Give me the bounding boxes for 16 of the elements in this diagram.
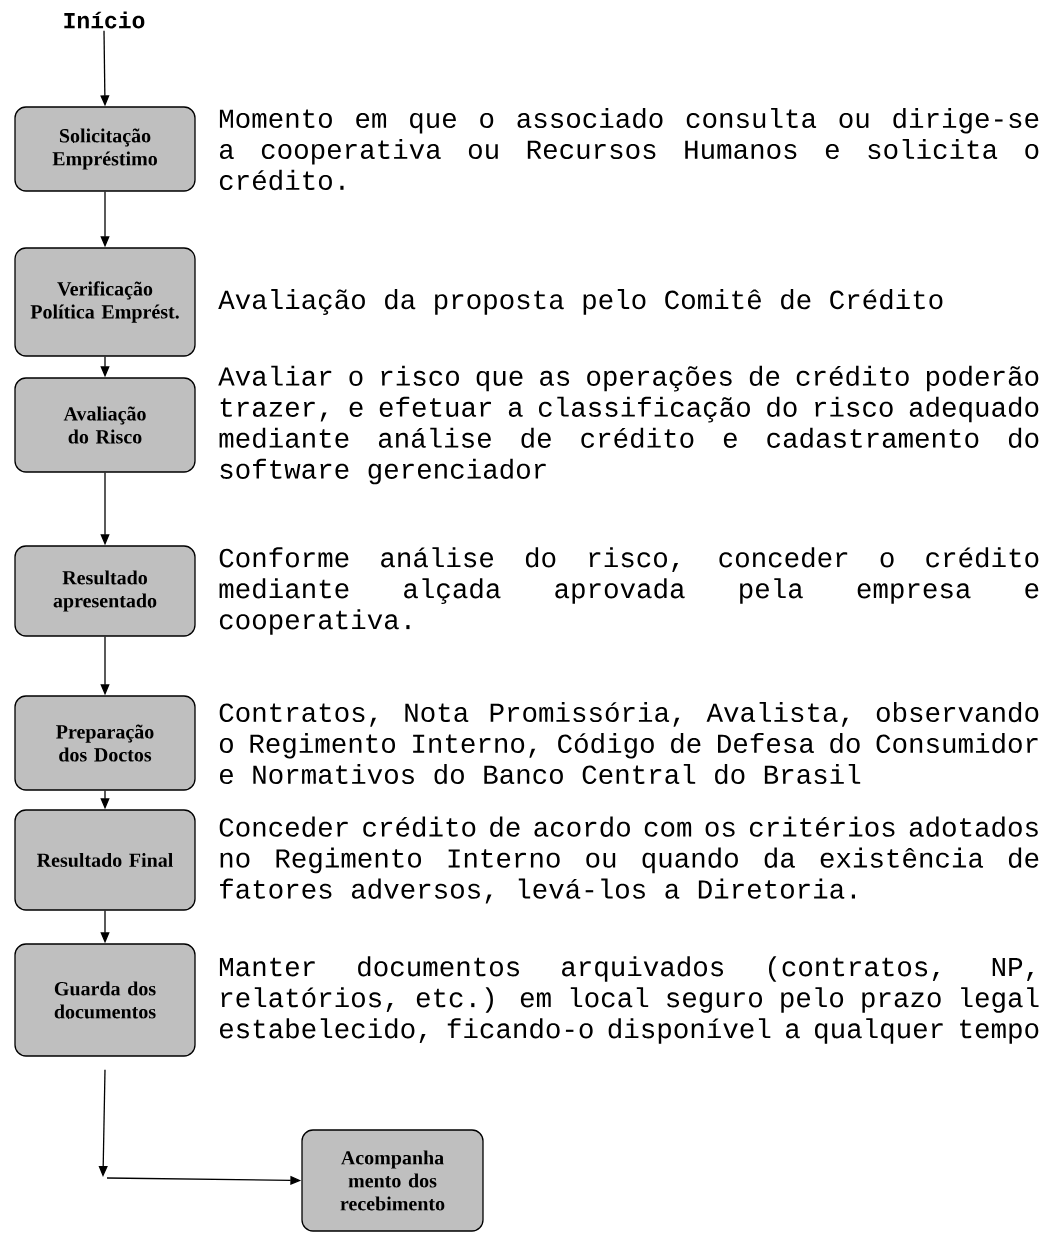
description-text: Avaliação da proposta pelo Comitê de Crédito [218, 289, 943, 315]
description-text: Avaliar o risco que as operações de crédito poderão trazer, e efetuar a classificação do risco adequado mediante análise de crédito e cadastramento do software gerenciador [218, 365, 1039, 485]
process-box: Preparação dos Doctos [14, 695, 196, 791]
process-box: Resultado apresentado [14, 545, 196, 637]
process-box: Resultado Final [14, 809, 196, 911]
description-text: Contratos, Nota Promissória, Avalista, observando o Regimento Interno, Código de Defesa do Consumidor e Normativos do Banco Central do Brasil [219, 701, 1039, 785]
process-box: Solicitação Empréstimo [14, 106, 196, 192]
start-label: Início [64, 11, 145, 29]
description-text: Conforme análise do risco, conceder o crédito mediante alçada aprovada pela empresa e cooperativa. [219, 547, 1039, 635]
process-box: Acompanha mento dos recebimento [301, 1129, 484, 1232]
process-box: Verificação Política Emprést. [14, 247, 196, 357]
description-text: Momento em que o associado consulta ou dirige-se a cooperativa ou Recursos Humanos e solicita o crédito. [219, 107, 1039, 191]
description-text: Conceder crédito de acordo com os critérios adotados no Regimento Interno ou quando da existência de fatores adversos, levá-los a Diretoria. [219, 816, 1039, 904]
description-text: Manter documentos arquivados (contratos, NP, relatórios, etc.) em local seguro pelo prazo legal estabelecido, ficando-o disponível a qualquer tempo [219, 956, 1039, 1044]
process-box: Avaliação do Risco [14, 377, 196, 473]
process-box: Guarda dos documentos [14, 943, 196, 1057]
